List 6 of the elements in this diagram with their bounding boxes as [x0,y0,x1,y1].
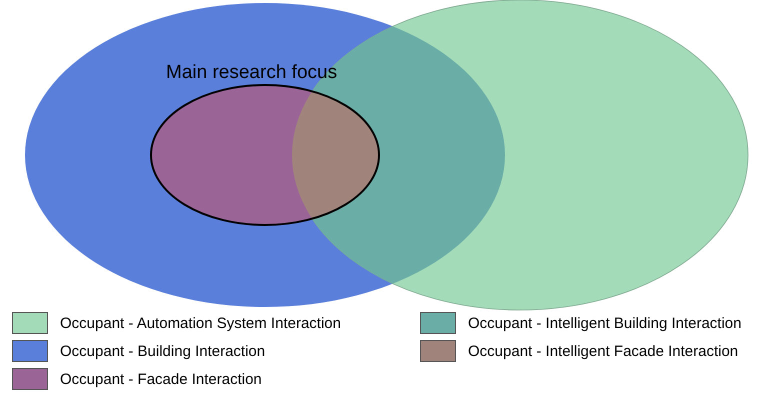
legend-label: Occupant - Automation System Interaction [60,314,341,332]
legend-label: Occupant - Intelligent Facade Interaction [468,342,738,360]
legend-label: Occupant - Building Interaction [60,342,266,360]
legend-label: Occupant - Facade Interaction [60,370,262,388]
legend-label: Occupant - Intelligent Building Interaction [468,314,742,332]
region-title: Main research focus [166,62,338,84]
